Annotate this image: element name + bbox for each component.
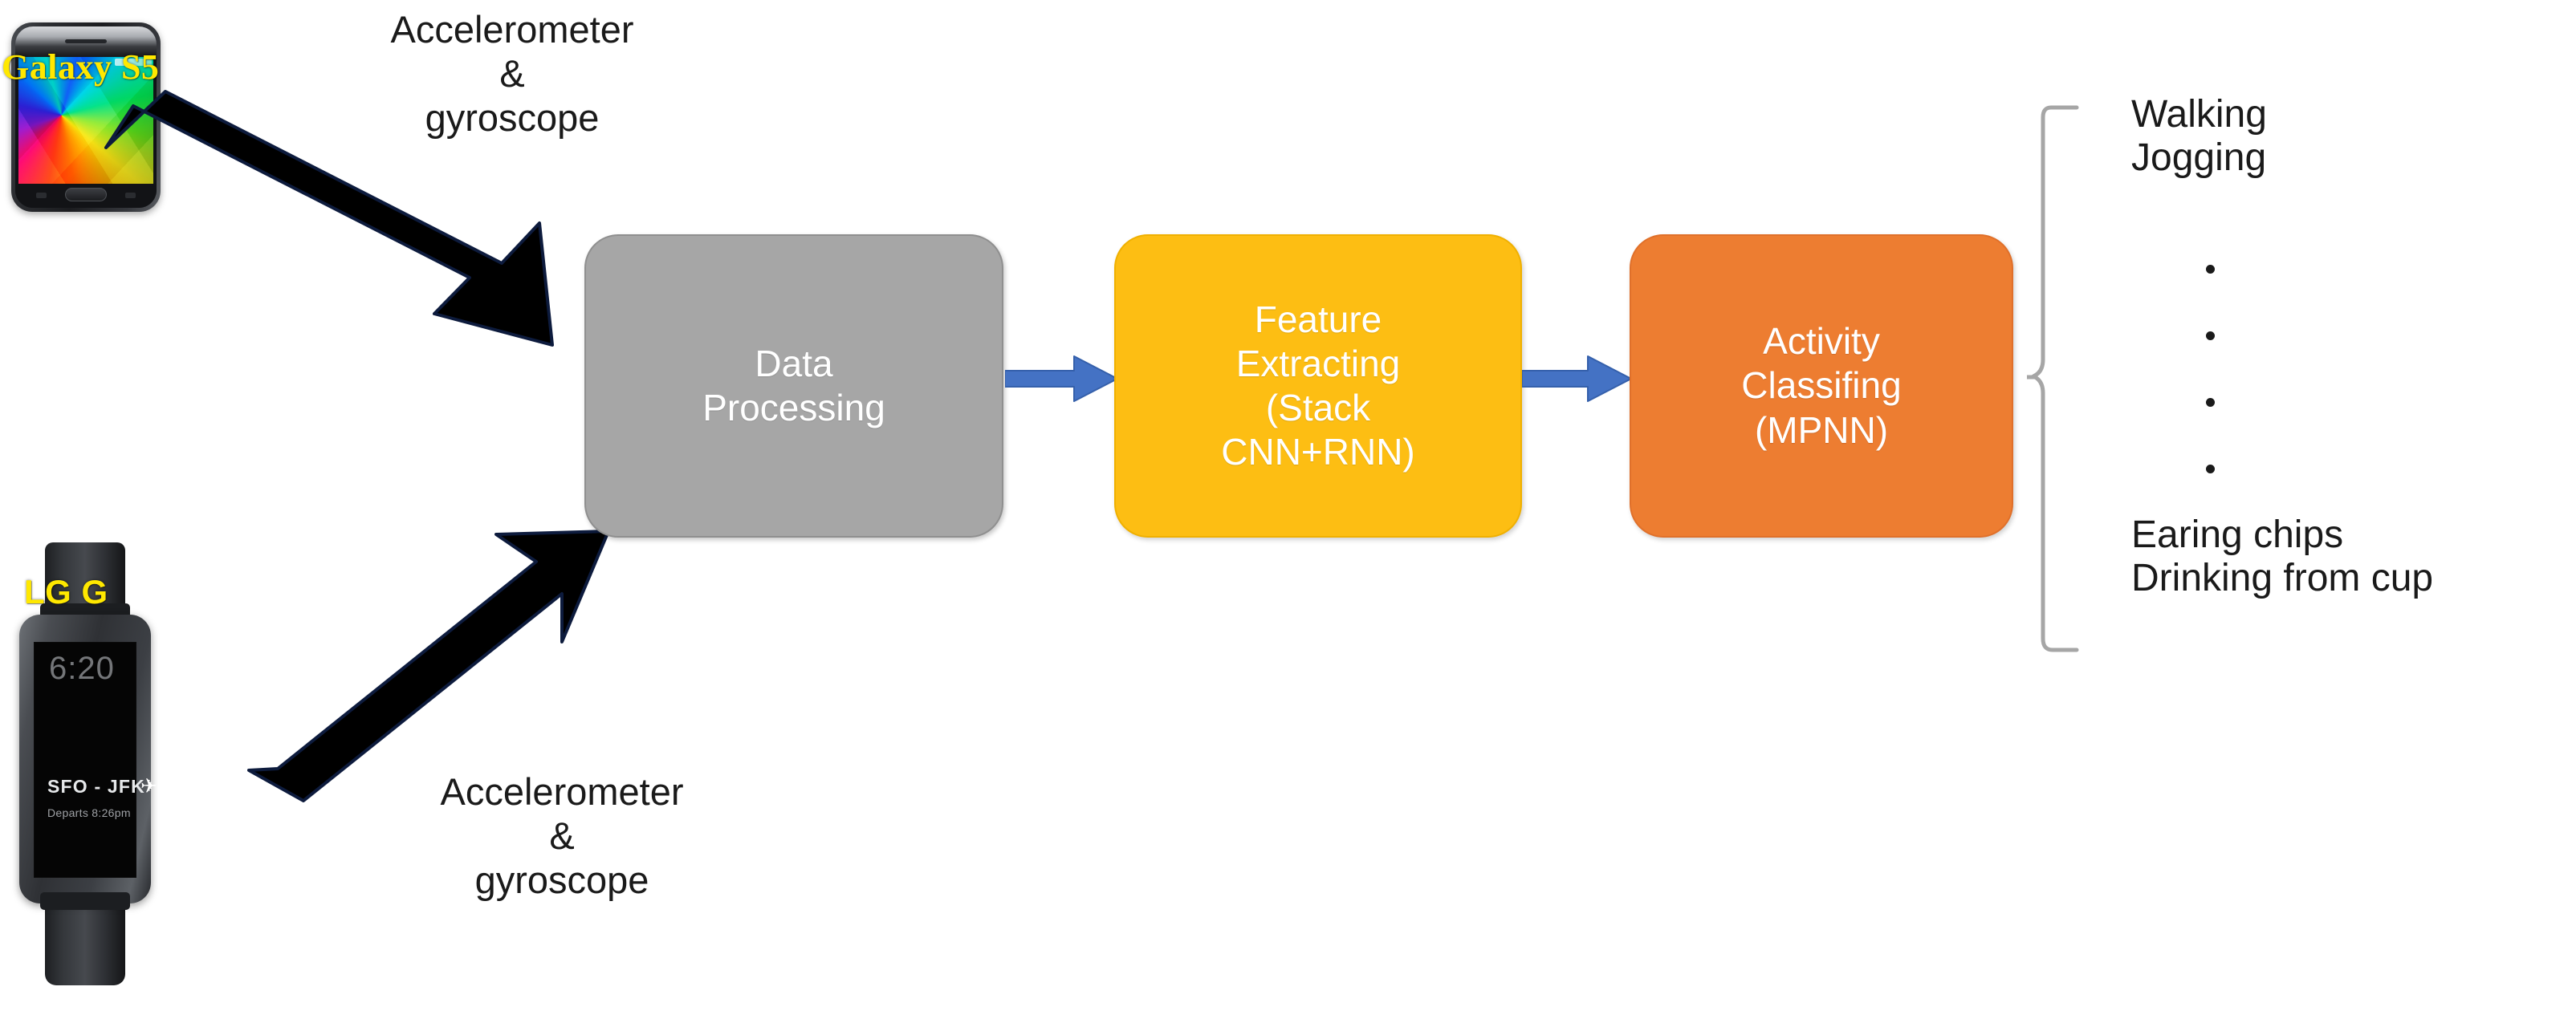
phone-top-bezel [15, 26, 157, 57]
watch-screen: 6:20 SFO - JFK ✈ Departs 8:26pm [34, 642, 157, 878]
phone-home-button [65, 188, 107, 201]
phone-to-pipeline-arrow [104, 90, 554, 347]
watch-route-text: SFO - JFK [47, 776, 145, 797]
output-item-walking: Walking [2131, 93, 2267, 136]
output-activity-list-tail: Earing chips Drinking from cup [2131, 514, 2576, 600]
stage-data-processing[interactable]: Data Processing [584, 234, 1003, 538]
watch-to-pipeline-arrow [247, 530, 610, 802]
airplane-icon: ✈ [140, 775, 157, 798]
output-item-earing-chips: Earing chips [2131, 514, 2344, 556]
sensor-caption-watch: Accelerometer & gyroscope [440, 770, 684, 901]
watch-departs-text: Departs 8:26pm [47, 806, 131, 819]
phone-bottom-bezel [15, 184, 157, 208]
stage-activity-classifing[interactable]: Activity Classifing (MPNN) [1630, 234, 2013, 538]
output-ellipsis-dots [2206, 265, 2215, 473]
ellipsis-dot [2206, 398, 2215, 407]
ellipsis-dot [2206, 265, 2215, 274]
phone-back-key [125, 193, 136, 198]
stage-feature-extracting[interactable]: Feature Extracting (Stack CNN+RNN) [1114, 234, 1522, 538]
watch-time-text: 6:20 [49, 651, 115, 686]
output-item-drinking-from-cup: Drinking from cup [2131, 556, 2434, 599]
phone-status-bar [115, 59, 152, 66]
watch-lug-bottom [40, 892, 130, 910]
ellipsis-dot [2206, 465, 2215, 473]
phone-menu-key [36, 193, 47, 198]
output-item-jogging: Jogging [2131, 136, 2267, 179]
lg-g-watch-image: 6:20 SFO - JFK ✈ Departs 8:26pm [14, 520, 157, 993]
ellipsis-dot [2206, 331, 2215, 340]
output-activity-list-head: Walking Jogging [2131, 93, 2576, 180]
output-brace [2027, 105, 2079, 652]
arrow-data-to-feature [1005, 355, 1118, 402]
arrow-feature-to-activity [1522, 355, 1632, 402]
sensor-caption-phone: Accelerometer & gyroscope [390, 8, 634, 139]
phone-earpiece-speaker [65, 39, 107, 43]
